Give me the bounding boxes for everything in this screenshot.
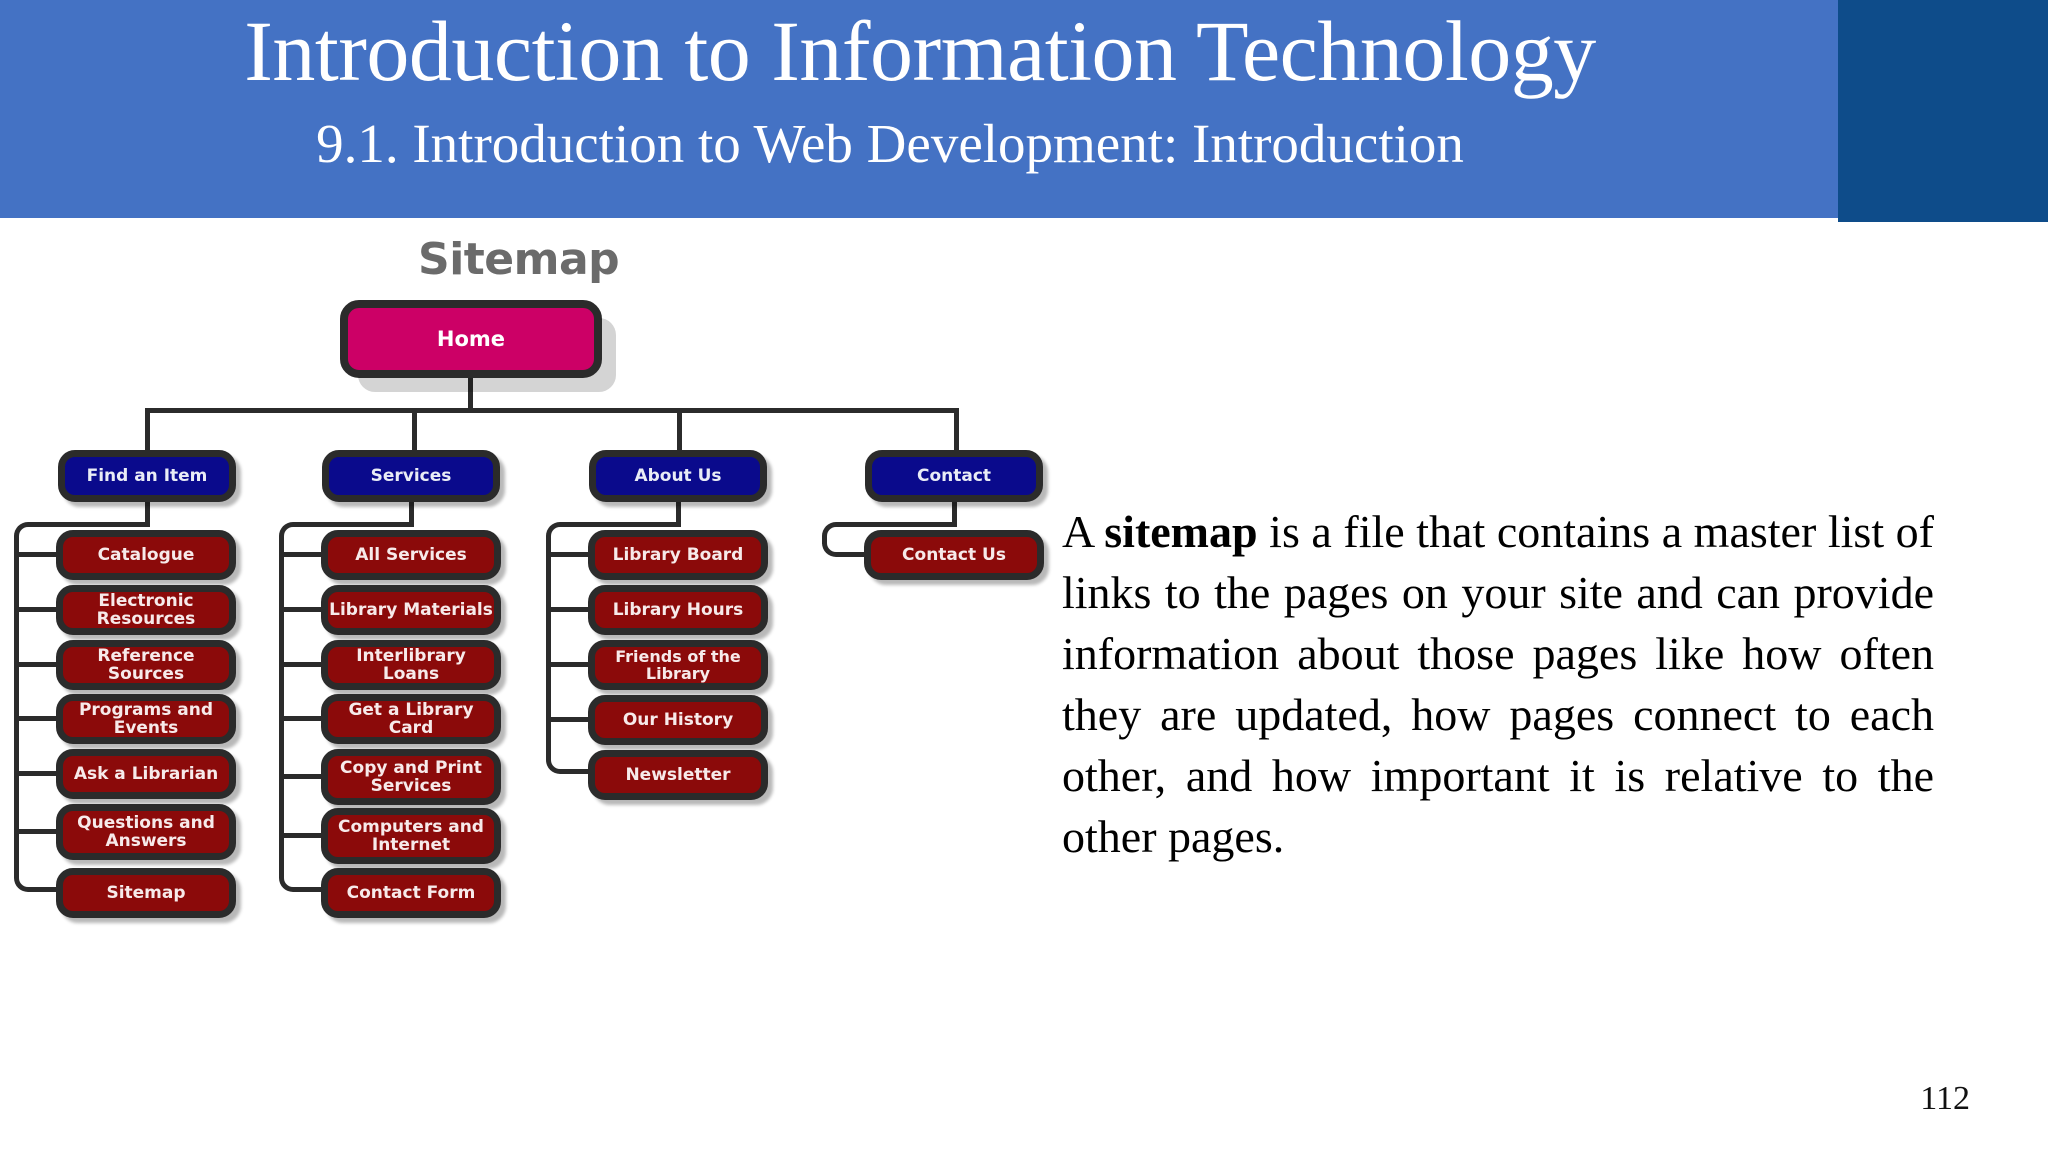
sitemap-node-home[interactable]: Home bbox=[340, 300, 602, 378]
connector-stem-services bbox=[409, 502, 414, 526]
sitemap-node-contact[interactable]: Contact bbox=[865, 450, 1043, 502]
sitemap-node-library-materials[interactable]: Library Materials bbox=[321, 585, 501, 635]
node-label: About Us bbox=[634, 465, 722, 486]
connector-drop-contact bbox=[954, 408, 959, 450]
sitemap-node-about-us[interactable]: About Us bbox=[589, 450, 767, 502]
node-label: Contact Us bbox=[902, 544, 1006, 565]
node-label: Get a Library Card bbox=[348, 699, 474, 738]
sitemap-node-services[interactable]: Services bbox=[322, 450, 500, 502]
connector-elbow-contact bbox=[822, 522, 957, 544]
node-label: Catalogue bbox=[97, 544, 195, 565]
sitemap-node-reference-sources[interactable]: Reference Sources bbox=[56, 640, 236, 690]
connector-stub bbox=[18, 829, 60, 834]
connector-stub bbox=[550, 607, 592, 612]
connector-stub bbox=[550, 662, 592, 667]
node-label: Library Board bbox=[612, 544, 744, 565]
sitemap-node-copy-and-print-services[interactable]: Copy and Print Services bbox=[321, 749, 501, 805]
connector-stub bbox=[18, 552, 60, 557]
connector-spine-services bbox=[279, 538, 284, 804]
connector-drop-about-us bbox=[677, 408, 682, 450]
connector-spine-about-us bbox=[546, 538, 551, 752]
sitemap-node-contact-form[interactable]: Contact Form bbox=[321, 868, 501, 918]
node-label: Electronic Resources bbox=[96, 590, 196, 629]
node-label: Friends of the Library bbox=[615, 646, 741, 683]
connector-elbow-services bbox=[279, 522, 414, 544]
connector-elbow-contact-form bbox=[279, 800, 325, 892]
connector-elbow-newsletter bbox=[546, 730, 592, 774]
connector-stem-find-an-item bbox=[145, 502, 150, 526]
sitemap-node-find-an-item[interactable]: Find an Item bbox=[58, 450, 236, 502]
node-label: Questions and Answers bbox=[77, 812, 215, 851]
sitemap-node-all-services[interactable]: All Services bbox=[321, 530, 501, 580]
connector-stub bbox=[550, 552, 592, 557]
connector-drop-find-an-item bbox=[145, 408, 150, 450]
sitemap-node-sitemap[interactable]: Sitemap bbox=[56, 868, 236, 918]
node-label: Contact Form bbox=[346, 882, 476, 903]
connector-root-stem bbox=[468, 378, 473, 410]
paragraph-lead: A bbox=[1062, 506, 1105, 557]
node-label: Programs and Events bbox=[78, 699, 214, 738]
connector-stub bbox=[550, 717, 592, 722]
connector-elbow-about-us bbox=[546, 522, 681, 544]
node-label: All Services bbox=[355, 544, 467, 565]
connector-drop-services bbox=[412, 408, 417, 450]
connector-elbow-find-an-item bbox=[14, 522, 150, 544]
explanatory-paragraph: A sitemap is a file that contains a mast… bbox=[1062, 501, 1934, 867]
sitemap-node-get-a-library-card[interactable]: Get a Library Card bbox=[321, 694, 501, 744]
connector-stem-contact bbox=[952, 502, 957, 526]
sitemap-node-electronic-resources[interactable]: Electronic Resources bbox=[56, 585, 236, 635]
node-label: Our History bbox=[622, 709, 734, 730]
connector-stub bbox=[18, 771, 60, 776]
sitemap-node-friends-of-the-library[interactable]: Friends of the Library bbox=[588, 640, 768, 690]
connector-stub bbox=[283, 662, 325, 667]
node-label: Newsletter bbox=[625, 764, 731, 785]
connector-stub bbox=[283, 552, 325, 557]
node-label: Library Hours bbox=[612, 599, 744, 620]
slide-header-band: Introduction to Information Technology 9… bbox=[0, 0, 1840, 218]
node-label: Ask a Librarian bbox=[73, 763, 219, 784]
connector-elbow-sitemap bbox=[14, 800, 60, 892]
connector-stub bbox=[283, 607, 325, 612]
connector-stem-about-us bbox=[676, 502, 681, 526]
sitemap-node-programs-and-events[interactable]: Programs and Events bbox=[56, 694, 236, 744]
node-label: Find an Item bbox=[86, 465, 208, 486]
sitemap-node-catalogue[interactable]: Catalogue bbox=[56, 530, 236, 580]
logo-panel bbox=[1838, 0, 2048, 222]
node-label: Computers and Internet bbox=[338, 816, 484, 855]
connector-bus-left bbox=[147, 408, 471, 413]
node-label: Interlibrary Loans bbox=[356, 645, 466, 684]
node-label: Services bbox=[370, 465, 452, 486]
sitemap-node-our-history[interactable]: Our History bbox=[588, 695, 768, 745]
page-number: 112 bbox=[1920, 1080, 1970, 1117]
connector-stub bbox=[283, 833, 325, 838]
node-label: Contact bbox=[916, 465, 992, 486]
sitemap-node-questions-and-answers[interactable]: Questions and Answers bbox=[56, 804, 236, 860]
paragraph-rest: is a file that contains a master list of… bbox=[1062, 506, 1935, 862]
connector-stub bbox=[18, 607, 60, 612]
sitemap-node-newsletter[interactable]: Newsletter bbox=[588, 750, 768, 800]
sitemap-node-library-hours[interactable]: Library Hours bbox=[588, 585, 768, 635]
connector-spine-find-an-item bbox=[14, 538, 19, 804]
sitemap-node-computers-and-internet[interactable]: Computers and Internet bbox=[321, 808, 501, 864]
sitemap-diagram: Sitemap Home Find an Item Catalogue Elec… bbox=[0, 222, 1050, 1082]
sitemap-caption: Sitemap bbox=[418, 234, 620, 285]
node-label: Sitemap bbox=[106, 882, 186, 903]
sitemap-node-library-board[interactable]: Library Board bbox=[588, 530, 768, 580]
node-label: Library Materials bbox=[329, 599, 493, 620]
node-label: Copy and Print Services bbox=[340, 757, 482, 796]
sitemap-node-interlibrary-loans[interactable]: Interlibrary Loans bbox=[321, 640, 501, 690]
node-label: Reference Sources bbox=[97, 645, 195, 684]
connector-bus-right bbox=[468, 408, 959, 413]
connector-stub bbox=[283, 716, 325, 721]
paragraph-term: sitemap bbox=[1104, 506, 1258, 557]
node-label: Home bbox=[436, 326, 506, 351]
connector-stub bbox=[18, 716, 60, 721]
connector-stub bbox=[18, 662, 60, 667]
sitemap-node-contact-us[interactable]: Contact Us bbox=[864, 530, 1044, 580]
connector-elbow-contact-us bbox=[822, 538, 868, 557]
connector-stub bbox=[283, 774, 325, 779]
sitemap-node-ask-a-librarian[interactable]: Ask a Librarian bbox=[56, 749, 236, 799]
page-subtitle: 9.1. Introduction to Web Development: In… bbox=[316, 113, 1464, 174]
page-title: Introduction to Information Technology bbox=[244, 3, 1596, 99]
